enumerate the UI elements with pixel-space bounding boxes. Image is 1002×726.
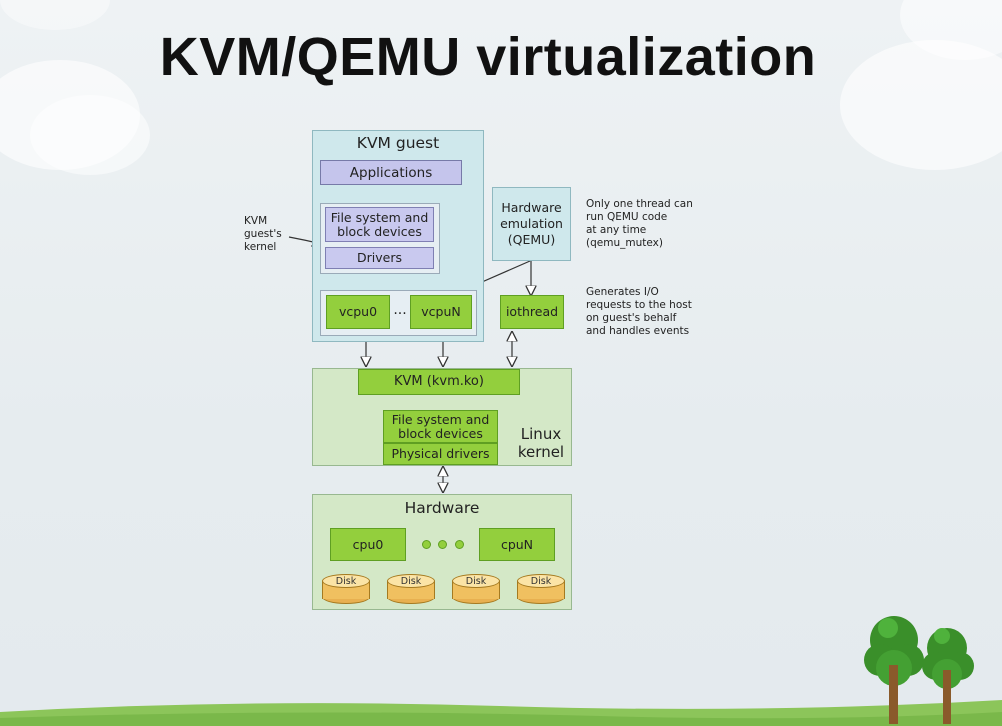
guest-kernel-annotation: KVM guest's kernel (244, 215, 282, 253)
cpu0-box: cpu0 (330, 528, 406, 561)
kvm-guest-label: KVM guest (356, 134, 440, 152)
iothread-box: iothread (500, 295, 564, 329)
slide-title: KVM/QEMU virtualization (159, 27, 817, 87)
kvm-module-box: KVM (kvm.ko) (358, 369, 520, 395)
host-filesystem-box: File system and block devices (383, 410, 498, 443)
disk-icon: Disk (322, 574, 370, 604)
qemu-mutex-note: Only one thread can run QEMU code at any… (586, 198, 693, 249)
cpu-ellipsis-dot (438, 540, 447, 549)
cloud-decoration (30, 95, 150, 175)
disk-label: Disk (465, 575, 487, 587)
applications-box: Applications (320, 160, 462, 185)
hardware-label: Hardware (404, 499, 480, 517)
linux-kernel-label: Linux kernel (517, 425, 565, 461)
physical-drivers-box: Physical drivers (383, 443, 498, 465)
disk-icon: Disk (517, 574, 565, 604)
iothread-note: Generates I/O requests to the host on gu… (586, 286, 692, 337)
vcpu-ellipsis: ... (393, 302, 407, 318)
cpu-ellipsis-dot (455, 540, 464, 549)
disk-icon: Disk (387, 574, 435, 604)
cloud-decoration (840, 40, 1002, 170)
guest-drivers-box: Drivers (325, 247, 434, 269)
vcpuN-box: vcpuN (410, 295, 472, 329)
disk-label: Disk (400, 575, 422, 587)
cpu-ellipsis-dot (422, 540, 431, 549)
hardware-emulation-qemu-box: Hardware emulation (QEMU) (492, 187, 571, 261)
cpuN-box: cpuN (479, 528, 555, 561)
disk-label: Disk (335, 575, 357, 587)
disk-icon: Disk (452, 574, 500, 604)
guest-filesystem-box: File system and block devices (325, 207, 434, 242)
disk-label: Disk (530, 575, 552, 587)
vcpu0-box: vcpu0 (326, 295, 390, 329)
